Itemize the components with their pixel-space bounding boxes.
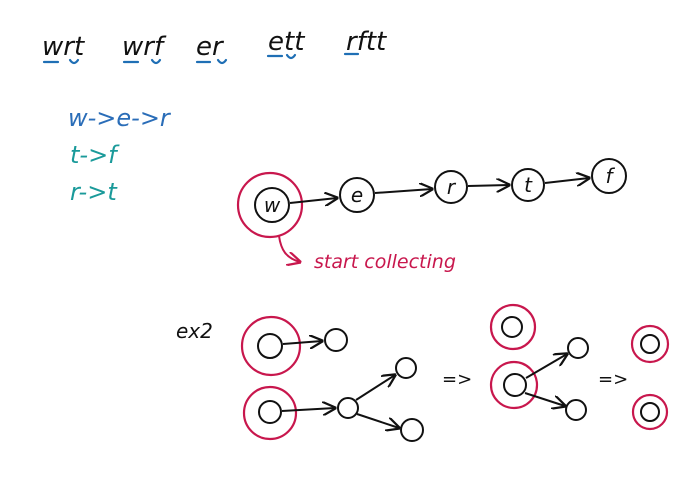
node (567, 337, 589, 359)
highlight-ring (630, 324, 670, 364)
word-4: ett (268, 27, 305, 57)
node-label: r (447, 175, 457, 199)
arrow-t-f (544, 178, 589, 183)
node (400, 418, 424, 442)
rule-2: t->f (70, 141, 120, 169)
node (503, 373, 527, 397)
word-underlines (42, 52, 360, 65)
implies-arrow-2: => (598, 369, 628, 390)
underline-4b (285, 53, 297, 60)
node-circle (254, 187, 290, 223)
chain-node-t: t (511, 168, 545, 202)
rules: w->e->r t->f r->t (68, 104, 172, 206)
word-list: wrt wrf er ett rftt (42, 27, 387, 62)
start-highlight-ring (236, 171, 304, 239)
chain-node-r: r (434, 170, 468, 204)
node-label: f (605, 164, 615, 188)
node-circle (434, 170, 468, 204)
node (395, 357, 417, 379)
highlight-ring (240, 315, 302, 377)
arrow-r-t (467, 185, 509, 186)
node-label: e (351, 183, 363, 207)
edge (525, 354, 567, 379)
example2-after (630, 324, 670, 431)
underline-2b (150, 58, 162, 65)
highlight-ring (489, 360, 539, 410)
edge (282, 341, 322, 344)
word-5: rftt (346, 27, 387, 57)
node-label: w (264, 193, 281, 217)
edge (356, 413, 399, 428)
arrow-e-r (374, 189, 432, 193)
chain-arrows (289, 178, 589, 203)
node-label: t (524, 173, 533, 197)
chain-node-f: f (591, 158, 627, 194)
highlight-ring (242, 385, 298, 441)
implies-arrow-1: => (442, 369, 472, 390)
chain-node-w: w (254, 187, 290, 223)
node (640, 334, 660, 354)
node (258, 400, 282, 424)
word-3: er (196, 32, 225, 62)
word-1: wrt (42, 32, 85, 62)
highlight-ring (631, 393, 669, 431)
highlight-ring (489, 303, 537, 351)
node (337, 397, 359, 419)
edge (281, 408, 335, 411)
start-annotation-arrow (278, 235, 300, 262)
example-label: ex2 (176, 319, 213, 343)
rule-1: w->e->r (68, 104, 172, 132)
edge (355, 375, 395, 401)
node (501, 316, 523, 338)
arrow-w-e (289, 198, 337, 203)
node (324, 328, 348, 352)
node-circle (591, 158, 627, 194)
rule-3: r->t (70, 178, 118, 206)
underline-1b (68, 58, 80, 65)
node-circle (339, 177, 375, 213)
node-circle (511, 168, 545, 202)
node (257, 333, 283, 359)
start-annotation: start collecting (314, 251, 456, 273)
underline-3b (216, 58, 228, 65)
edge (524, 392, 565, 406)
node (640, 402, 660, 422)
chain-node-e: e (339, 177, 375, 213)
node (565, 399, 587, 421)
word-2: wrf (122, 32, 167, 62)
example2-before (240, 315, 424, 442)
example2-middle (489, 303, 589, 421)
chain-diagram: w e r t f start collecting (236, 158, 627, 273)
